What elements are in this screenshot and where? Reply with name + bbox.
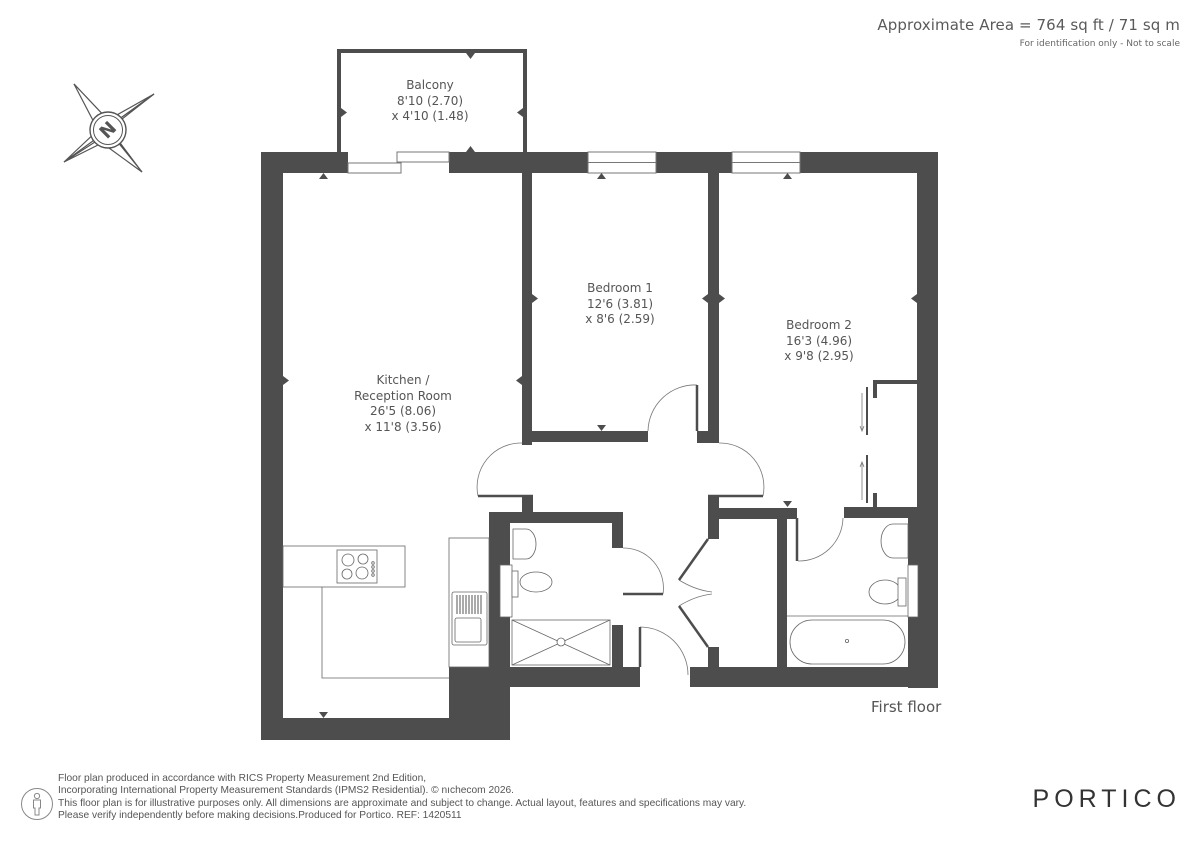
room-label-bedroom-2: Bedroom 2 16'3 (4.96) x 9'8 (2.95) xyxy=(759,318,879,365)
footer-line-3: This floor plan is for illustrative purp… xyxy=(58,797,747,809)
floor-level-label: First floor xyxy=(871,698,942,716)
door-swings xyxy=(476,384,868,676)
bedroom2-name: Bedroom 2 xyxy=(786,318,852,332)
bathroom1-fixtures xyxy=(499,528,611,666)
bedroom2-length: 16'3 (4.96) xyxy=(785,333,853,348)
compass-north-icon: N xyxy=(63,83,155,173)
room-label-bedroom-1: Bedroom 1 12'6 (3.81) x 8'6 (2.59) xyxy=(560,281,680,328)
kitchen-length: 26'5 (8.06) xyxy=(369,404,437,418)
footer-disclaimer: Floor plan produced in accordance with R… xyxy=(58,773,746,822)
bathroom2-fixtures xyxy=(787,523,919,665)
footer-line-1: Floor plan produced in accordance with R… xyxy=(58,773,427,784)
person-icon xyxy=(21,788,53,820)
footer-line-2: Incorporating International Property Mea… xyxy=(58,785,514,797)
dimension-markers xyxy=(283,53,917,718)
brand-logo: PORTICO xyxy=(1032,785,1181,813)
bedroom1-length: 12'6 (3.81) xyxy=(586,296,654,311)
bedroom1-name: Bedroom 1 xyxy=(587,281,653,295)
kitchen-width: x 11'8 (3.56) xyxy=(364,419,442,434)
reception-name: Reception Room xyxy=(354,388,452,403)
footer-line-4: Please verify independently before makin… xyxy=(58,809,462,821)
scale-disclaimer: For identification only - Not to scale xyxy=(1019,39,1180,49)
bedroom1-width: x 8'6 (2.59) xyxy=(585,312,655,326)
balcony-name: Balcony xyxy=(406,78,454,92)
kitchen-fittings xyxy=(282,537,490,679)
approximate-area: Approximate Area = 764 sq ft / 71 sq m xyxy=(877,16,1180,34)
room-label-kitchen-reception: Kitchen / Reception Room 26'5 (8.06) x 1… xyxy=(333,373,473,435)
balcony-length: 8'10 (2.70) xyxy=(396,93,464,108)
windows xyxy=(347,151,801,174)
bedroom2-width: x 9'8 (2.95) xyxy=(784,349,854,363)
kitchen-name: Kitchen / xyxy=(376,373,430,387)
balcony-width: x 4'10 (1.48) xyxy=(391,109,469,123)
drainer xyxy=(456,595,482,614)
room-label-balcony: Balcony 8'10 (2.70) x 4'10 (1.48) xyxy=(370,78,490,125)
